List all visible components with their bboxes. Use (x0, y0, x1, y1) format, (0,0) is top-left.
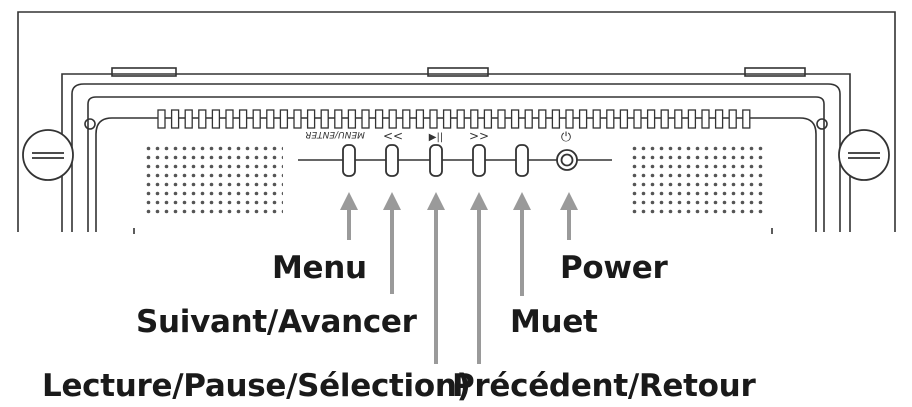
label-power: Power (560, 250, 668, 286)
vent-slot (456, 109, 465, 129)
vent-slot (157, 109, 166, 129)
label-precedent-retour: Précédent/Retour (452, 368, 756, 404)
vent-slot (252, 109, 261, 129)
vent-slot (266, 109, 275, 129)
vent-slot (660, 109, 669, 129)
vent-slot (578, 109, 588, 129)
vent-slot (388, 109, 397, 129)
vent-slot (714, 109, 724, 129)
suivant-avancer-button[interactable] (385, 144, 399, 177)
vent-slot (470, 109, 479, 129)
muet-button[interactable] (515, 144, 529, 177)
vent-slot (198, 109, 207, 129)
arrow-head-power (560, 192, 578, 210)
right-speaker-grille (628, 142, 766, 214)
vent-slot (361, 109, 370, 129)
left-side-knob (22, 129, 74, 181)
vent-slot (347, 109, 357, 129)
vent-slot (687, 109, 697, 129)
left-speaker-grille (145, 142, 283, 214)
vent-slot (742, 109, 751, 129)
vent-slot (619, 109, 629, 129)
vent-slot (592, 109, 601, 129)
right-side-knob (838, 129, 890, 181)
vent-slot (524, 109, 533, 129)
vent-slot (170, 109, 180, 129)
label-lecture-pause-selection: Lecture/Pause/Sélection) (42, 368, 471, 404)
callout-arrows (340, 192, 578, 364)
vent-slot (728, 109, 737, 129)
menu-enter-imprint: MENU/ENTER (305, 129, 365, 139)
vent-slot (551, 109, 561, 129)
vent-slot (646, 109, 656, 129)
precedent-retour-button[interactable] (472, 144, 486, 177)
play-pause-icon: ▶|| (429, 132, 443, 143)
vent-slot (238, 109, 248, 129)
menu-button[interactable] (342, 144, 356, 177)
power-symbol-icon: ⏻ (561, 130, 571, 145)
arrow-head-precedent (470, 192, 488, 210)
lecture-pause-button[interactable] (429, 144, 443, 177)
vent-slot (442, 109, 452, 129)
vent-slot (510, 109, 520, 129)
vent-slot (225, 109, 234, 129)
vent-slot (538, 109, 547, 129)
vent-slot (293, 109, 302, 129)
vent-slot (483, 109, 493, 129)
forward-icon: >> (469, 129, 489, 143)
vent-slot (701, 109, 710, 129)
vent-slot (606, 109, 615, 129)
vent-slot (211, 109, 221, 129)
vent-slot (633, 109, 642, 129)
power-button-inner (560, 153, 574, 167)
vent-slot (429, 109, 438, 129)
vent-slot (334, 109, 343, 129)
arrow-head-suivant (383, 192, 401, 210)
label-suivant-avancer: Suivant/Avancer (136, 304, 417, 340)
vent-slot (497, 109, 506, 129)
vent-slot (402, 109, 411, 129)
arrow-head-menu (340, 192, 358, 210)
arrow-head-lecture (427, 192, 445, 210)
vent-slot (415, 109, 425, 129)
rewind-icon: << (383, 129, 403, 143)
arrow-head-muet (513, 192, 531, 210)
vent-slots (157, 109, 751, 129)
label-menu: Menu (272, 250, 367, 286)
vent-slot (674, 109, 683, 129)
vent-slot (320, 109, 329, 129)
vent-slot (374, 109, 384, 129)
vent-slot (565, 109, 574, 129)
vent-slot (306, 109, 316, 129)
label-muet: Muet (510, 304, 598, 340)
vent-slot (184, 109, 193, 129)
vent-slot (279, 109, 289, 129)
